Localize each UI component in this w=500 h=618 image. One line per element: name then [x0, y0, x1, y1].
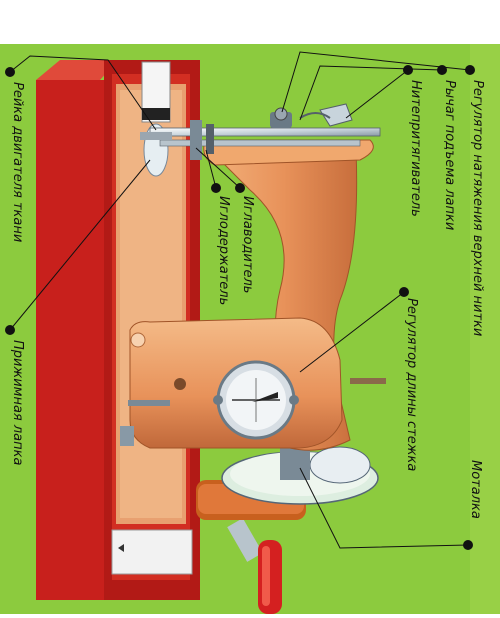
label-thread-take-up: Нитепритягиватель	[408, 80, 423, 217]
label-upper-thread-tension: Регулятор натяжения верхней нитки	[470, 80, 485, 337]
label-presser-foot: Прижимная лапка	[10, 340, 25, 466]
stitch-length-dial	[213, 360, 299, 440]
callout-lines	[9, 51, 471, 549]
thread-spool	[141, 61, 171, 177]
machine-case	[36, 60, 200, 600]
callout-dot-thread-take-up	[403, 65, 413, 75]
callout-dot-bobbin-winder	[463, 540, 473, 550]
callout-dot-presser-lift-lever	[437, 65, 447, 75]
callout-dots	[5, 65, 475, 550]
callout-dot-stitch-length	[399, 287, 409, 297]
callout-dot-needle-holder	[211, 183, 221, 193]
callout-dot-presser-foot	[5, 325, 15, 335]
callout-dot-needle-guide	[235, 183, 245, 193]
label-stitch-length-regulator: Регулятор длины стежка	[404, 298, 419, 472]
label-needle-guide: Иглаводитель	[240, 196, 255, 294]
label-bobbin-winder: Моталка	[468, 460, 483, 519]
needle-assembly	[140, 120, 381, 160]
callout-dot-feed-dog	[5, 67, 15, 77]
label-needle-holder: Иглодержатель	[216, 196, 231, 306]
bobbin-winder-disc	[221, 434, 379, 505]
callout-dot-upper-thread-tension	[465, 65, 475, 75]
label-fabric-feed-dog: Рейка двигателя ткани	[10, 82, 25, 243]
tension-regulator	[270, 103, 353, 128]
crank-handle	[227, 518, 282, 614]
label-presser-lift-lever: Рычаг подъема лапки	[442, 80, 457, 231]
